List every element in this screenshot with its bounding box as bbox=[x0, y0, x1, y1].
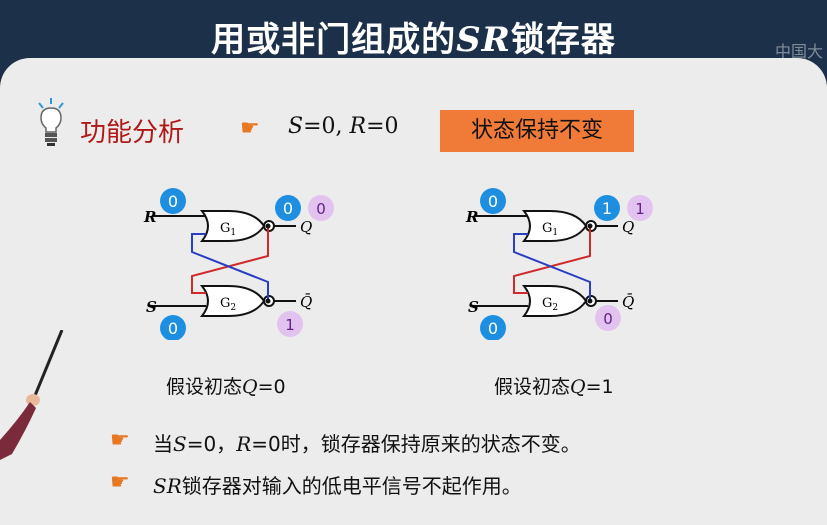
caption-initial-1: 假设初态Q=1 bbox=[494, 372, 614, 399]
nor-gate-icon bbox=[521, 285, 597, 317]
value-qbar: 1 bbox=[285, 316, 295, 334]
b1-s: S bbox=[173, 432, 187, 456]
b2-sr: SR bbox=[153, 474, 182, 498]
nor-gate-icon bbox=[199, 285, 275, 317]
output-qbar-label: Q̄ bbox=[622, 293, 634, 311]
bullet-hold-state: 当S=0，R=0时，锁存器保持原来的状态不变。 bbox=[153, 428, 581, 457]
value-s: 0 bbox=[488, 319, 498, 338]
lightbulb-icon bbox=[38, 98, 64, 146]
cond-r-eq: =0 bbox=[366, 114, 399, 139]
watermark: 中国大 bbox=[774, 42, 823, 61]
pointing-hand-icon: ☛ bbox=[240, 116, 260, 141]
section-heading: 功能分析 bbox=[80, 118, 185, 148]
b1-r: R bbox=[236, 432, 252, 456]
output-q-label: Q bbox=[300, 218, 312, 236]
cond-r: R bbox=[349, 114, 367, 139]
title-sr: SR bbox=[456, 20, 511, 60]
input-r-label: R bbox=[143, 208, 156, 226]
bullet-low-level: SR锁存器对输入的低电平信号不起作用。 bbox=[153, 470, 522, 499]
caption-eq: =1 bbox=[585, 376, 614, 398]
input-s-label: S bbox=[146, 298, 157, 316]
cond-s: S bbox=[288, 114, 304, 139]
pointing-hand-icon: ☛ bbox=[110, 470, 130, 495]
caption-var: Q bbox=[242, 376, 258, 398]
caption-var: Q bbox=[570, 376, 586, 398]
value-g1-out: 0 bbox=[283, 199, 293, 218]
presenter-figure bbox=[0, 330, 64, 460]
latch-circuit-initial-0: G1 G2 R S Q Q̄ 0 0 0 0 1 bbox=[143, 188, 334, 340]
value-r: 0 bbox=[488, 192, 498, 211]
title-suffix: 锁存器 bbox=[510, 20, 616, 60]
value-s: 0 bbox=[168, 319, 178, 338]
caption-initial-0: 假设初态Q=0 bbox=[166, 372, 286, 399]
output-qbar-label: Q̄ bbox=[300, 293, 312, 311]
input-s-label: S bbox=[468, 298, 479, 316]
latch-circuit-initial-1: G1 G2 R S Q Q̄ 0 0 1 1 0 bbox=[465, 188, 653, 340]
condition-text: S=0, R=0 bbox=[288, 114, 399, 139]
value-g1-out: 1 bbox=[602, 199, 612, 218]
input-r-label: R bbox=[465, 208, 478, 226]
nor-gate-icon bbox=[199, 210, 275, 242]
caption-eq: =0 bbox=[257, 376, 286, 398]
cond-s-eq: =0, bbox=[303, 114, 343, 139]
value-q: 0 bbox=[316, 200, 326, 218]
output-q-label: Q bbox=[622, 218, 634, 236]
caption-prefix: 假设初态 bbox=[166, 376, 243, 398]
b1-mid: =0， bbox=[186, 432, 237, 456]
b2-rest: 锁存器对输入的低电平信号不起作用。 bbox=[181, 474, 522, 498]
title-prefix: 用或非门组成的 bbox=[211, 20, 457, 60]
nor-gate-icon bbox=[521, 210, 597, 242]
b1-prefix: 当 bbox=[153, 432, 173, 456]
b1-rest: =0时，锁存器保持原来的状态不变。 bbox=[251, 432, 581, 456]
pointing-hand-icon: ☛ bbox=[110, 428, 130, 453]
slide-body bbox=[0, 58, 827, 525]
result-badge: 状态保持不变 bbox=[440, 110, 634, 152]
value-q: 1 bbox=[635, 200, 645, 218]
caption-prefix: 假设初态 bbox=[494, 376, 571, 398]
value-qbar: 0 bbox=[603, 310, 613, 328]
slide-title: 用或非门组成的SR锁存器 bbox=[0, 12, 827, 61]
value-r: 0 bbox=[168, 192, 178, 211]
